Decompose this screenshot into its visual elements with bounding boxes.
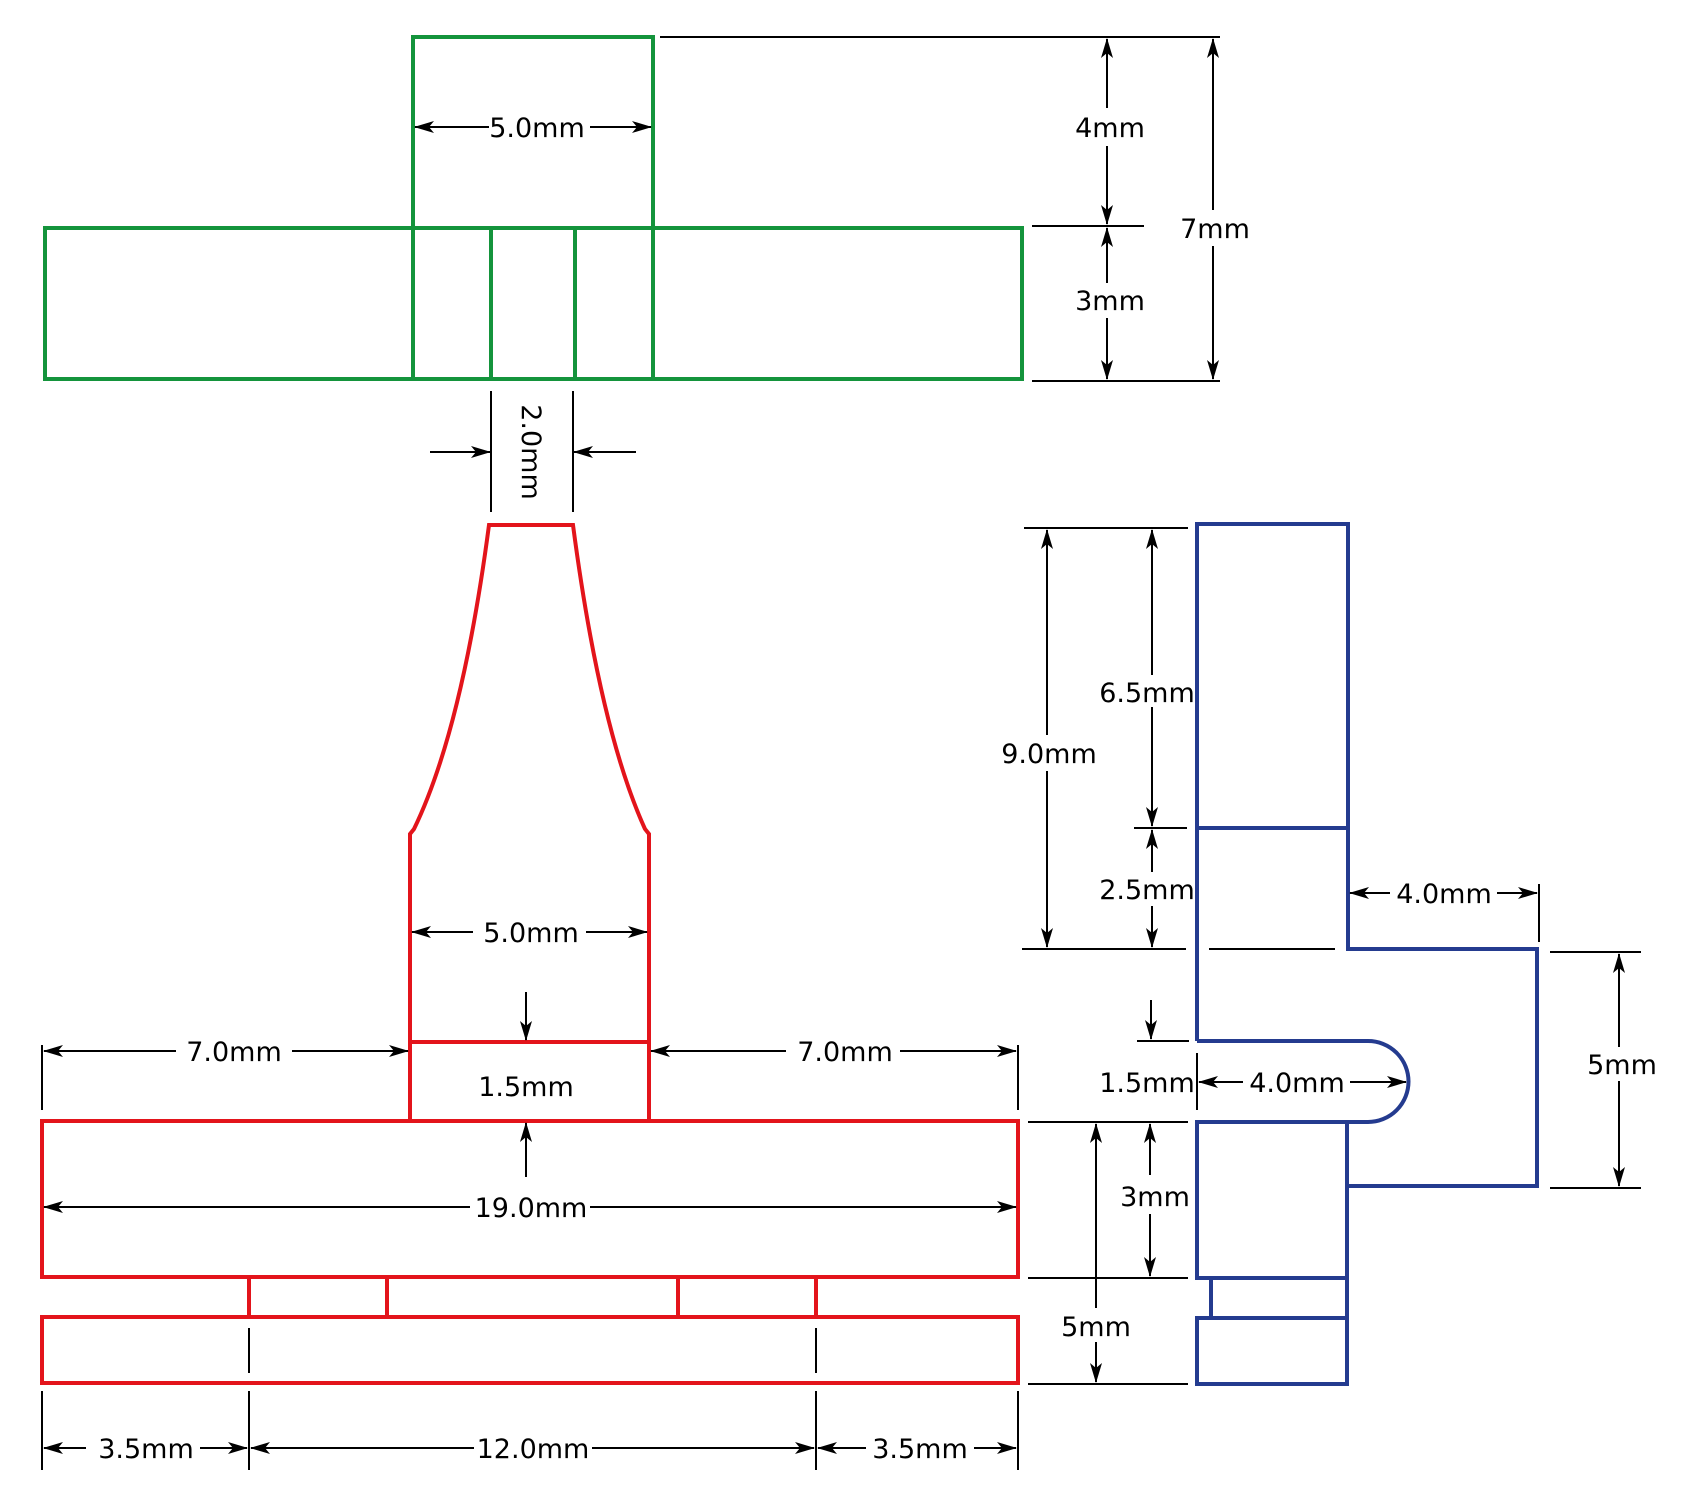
arm-height-label: 5mm [1587,1050,1657,1081]
top-base-height-label: 3mm [1075,286,1145,317]
base-width-label: 19.0mm [475,1193,588,1224]
side-foot-height-label: 5mm [1061,1312,1131,1343]
top-tab-height-label: 4mm [1075,113,1145,144]
top-tab-width-label: 5.0mm [489,113,585,144]
front-view-tip [408,523,651,1121]
side-total-height-label: 9.0mm [1001,739,1097,770]
side-view-outline [1195,522,1539,1188]
neck-width-label: 5.0mm [483,918,579,949]
top-view-base [43,226,1024,381]
top-view: 5.0mm 4mm 3mm 7mm 2.0mm [43,35,1250,512]
slot-height-label: 1.5mm [1099,1068,1195,1099]
side-view-base [1195,1120,1349,1280]
front-view-foot [40,1315,1020,1385]
collar-height-label: 1.5mm [478,1072,574,1103]
side-view-slot [1197,1039,1411,1124]
slot-depth-label: 4.0mm [1249,1068,1345,1099]
side-upper-height-label: 6.5mm [1099,678,1195,709]
left-offset-label: 7.0mm [186,1037,282,1068]
right-margin-label: 3.5mm [872,1434,968,1465]
side-base-height-label: 3mm [1120,1182,1190,1213]
right-offset-label: 7.0mm [797,1037,893,1068]
center-span-label: 12.0mm [477,1434,590,1465]
front-view-base [40,1119,1020,1279]
side-view: 9.0mm 6.5mm 2.5mm 4.0mm 5mm 1.5mm 4.0mm [1001,522,1657,1386]
front-view: 5.0mm 1.5mm 7.0mm 7.0mm 19.0mm 3.5mm 1 [40,523,1188,1470]
side-view-foot [1195,1316,1349,1386]
left-margin-label: 3.5mm [98,1434,194,1465]
side-lower-height-label: 2.5mm [1099,875,1195,906]
top-total-height-label: 7mm [1180,214,1250,245]
slot-width-label: 2.0mm [515,404,546,500]
arm-length-label: 4.0mm [1396,879,1492,910]
